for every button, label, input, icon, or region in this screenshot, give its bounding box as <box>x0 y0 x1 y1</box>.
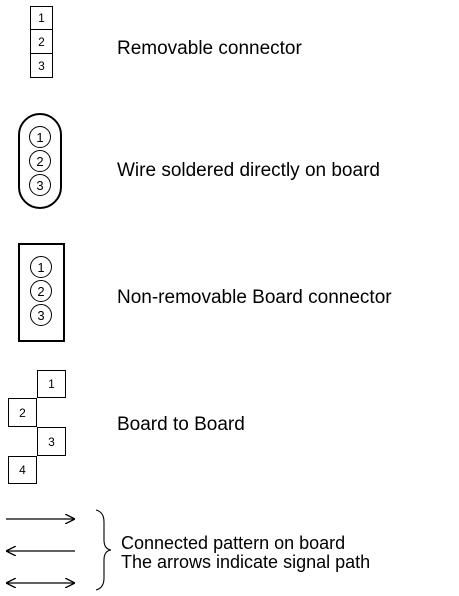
wire-soldered-pin-1: 1 <box>29 126 51 148</box>
pattern-label-line-2: The arrows indicate signal path <box>121 552 371 572</box>
wire-soldered-outline <box>18 113 62 209</box>
board-to-board-pin-1: 1 <box>37 370 66 398</box>
pattern-label-line-1: Connected pattern on board <box>121 533 346 553</box>
wire-soldered-pin-3: 3 <box>29 174 51 196</box>
wire-soldered-pin-2: 2 <box>29 150 51 172</box>
wire-soldered-label: Wire soldered directly on board <box>117 160 380 181</box>
non-removable-pin-3: 3 <box>30 304 52 326</box>
board-to-board-label: Board to Board <box>117 414 245 435</box>
removable-connector-label: Removable connector <box>117 38 302 59</box>
non-removable-outline <box>18 243 65 342</box>
removable-pin-2: 2 <box>30 30 53 54</box>
non-removable-pin-2: 2 <box>30 280 52 302</box>
board-to-board-pin-2: 2 <box>8 398 37 427</box>
non-removable-pin-1: 1 <box>30 256 52 278</box>
board-to-board-pin-4: 4 <box>8 456 37 484</box>
board-to-board-pin-3: 3 <box>37 427 66 456</box>
non-removable-connector-label: Non-removable Board connector <box>117 287 392 308</box>
curly-brace-icon <box>95 509 112 591</box>
removable-pin-3: 3 <box>30 54 53 78</box>
removable-pin-1: 1 <box>30 6 53 30</box>
